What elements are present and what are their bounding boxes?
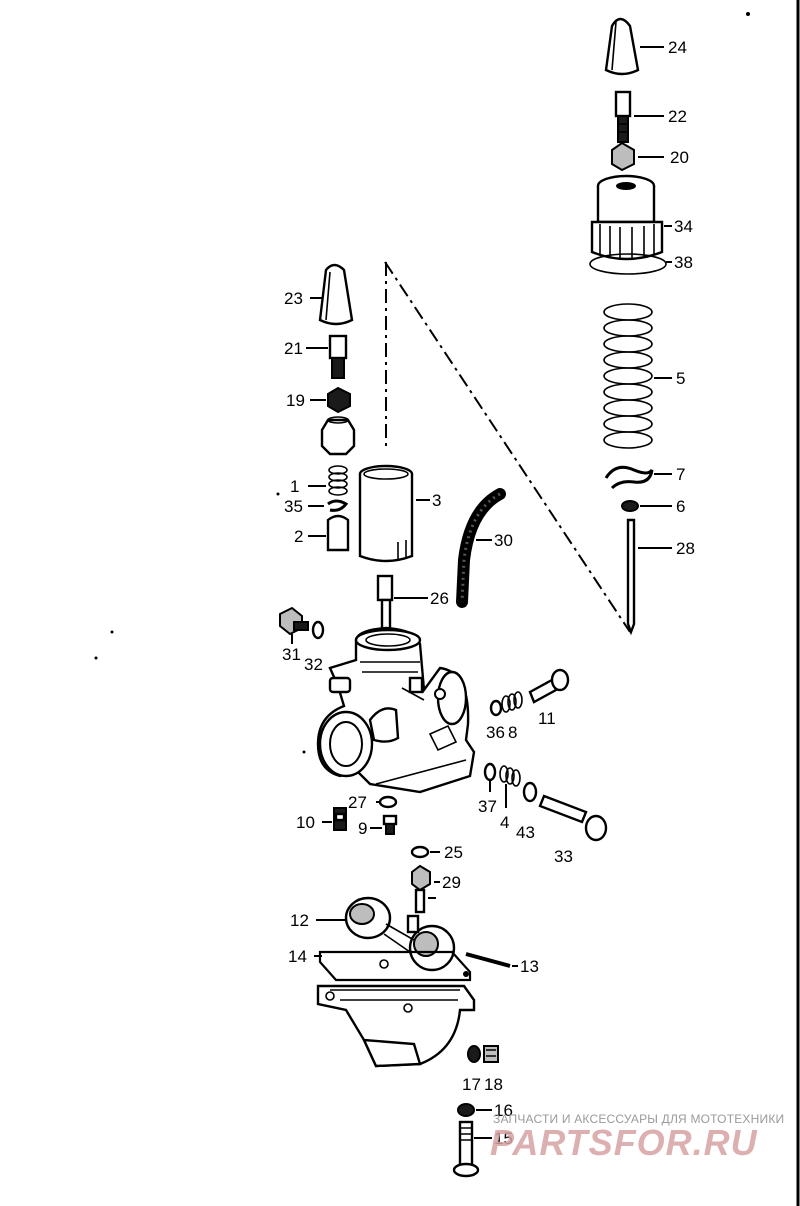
part-10-jet <box>333 807 347 831</box>
part-24-cap <box>604 17 640 76</box>
part-25-washer <box>410 845 430 859</box>
scan-speck <box>276 492 280 496</box>
part-23-cap <box>318 263 354 326</box>
part-13-pin <box>465 952 511 968</box>
callout-3: 3 <box>432 491 441 510</box>
callout-18: 18 <box>484 1075 503 1094</box>
part-11-pilot-screw <box>528 668 570 704</box>
scan-speck <box>746 12 750 16</box>
part-35-clip <box>327 499 349 512</box>
callout-15: 15 <box>494 1129 513 1148</box>
part-38-gasket <box>589 253 667 275</box>
watermark-tagline: ЗАПЧАСТИ И АКСЕССУАРЫ ДЛЯ МОТОТЕХНИКИ <box>493 1112 785 1126</box>
callout-38: 38 <box>674 253 693 272</box>
callout-21: 21 <box>284 339 303 358</box>
part-21-adjuster <box>328 334 348 379</box>
callout-10: 10 <box>296 813 315 832</box>
part-28-needle <box>626 518 636 636</box>
callout-37: 37 <box>478 797 497 816</box>
callout-27: 27 <box>348 793 367 812</box>
callout-32: 32 <box>304 655 323 674</box>
callout-16: 16 <box>494 1101 513 1120</box>
part-5-spring <box>603 303 653 449</box>
part-9-jet <box>382 814 398 835</box>
callout-25: 25 <box>444 843 463 862</box>
callout-13: 13 <box>520 957 539 976</box>
callout-34: 34 <box>674 217 693 236</box>
callout-14: 14 <box>288 947 307 966</box>
part-float-bowl <box>316 959 476 1068</box>
part-6-washer <box>621 500 639 512</box>
callout-36: 36 <box>486 723 505 742</box>
part-22-adjuster <box>614 90 632 143</box>
callout-4: 4 <box>500 813 509 832</box>
callout-7: 7 <box>676 465 685 484</box>
callout-5: 5 <box>676 369 685 388</box>
part-14-gasket <box>318 950 472 982</box>
callout-24: 24 <box>668 38 687 57</box>
callout-9: 9 <box>358 819 367 838</box>
part-34-top-cap <box>590 174 664 261</box>
part-29-needle-valve <box>411 864 431 914</box>
part-4-spring <box>499 765 521 787</box>
callout-2: 2 <box>294 527 303 546</box>
callout-17: 17 <box>462 1075 481 1094</box>
alignment-line-needle <box>384 261 631 633</box>
callout-23: 23 <box>284 289 303 308</box>
part-12-floats <box>344 896 456 972</box>
callout-35: 35 <box>284 497 303 516</box>
part-30-tube-texture <box>460 492 501 603</box>
callout-6: 6 <box>676 497 685 516</box>
callout-33: 33 <box>554 847 573 866</box>
part-20-nut <box>611 141 635 172</box>
part-18-drain-screw <box>483 1045 499 1063</box>
callout-1: 1 <box>290 477 299 496</box>
callout-22: 22 <box>668 107 687 126</box>
callout-8: 8 <box>508 723 517 742</box>
part-27-washer <box>378 795 398 809</box>
part-33-stop-screw <box>538 794 608 842</box>
callout-20: 20 <box>670 148 689 167</box>
part-8-spring <box>501 691 523 713</box>
part-31-screw <box>279 606 309 636</box>
part-3-throttle-slide <box>358 464 414 563</box>
part-2-plunger <box>326 514 350 552</box>
callout-30: 30 <box>494 531 513 550</box>
callout-19: 19 <box>286 391 305 410</box>
part-cable-adapter <box>320 416 356 456</box>
part-43-washer <box>522 781 538 803</box>
part-36-washer <box>489 699 503 717</box>
part-19-nut <box>327 386 351 414</box>
part-32-washer <box>311 620 325 640</box>
part-17-washer <box>467 1045 481 1063</box>
watermark-logo: PARTSFOR.RU <box>490 1122 758 1163</box>
callout-11: 11 <box>538 709 556 728</box>
scan-speck <box>302 750 306 754</box>
callout-12: 12 <box>290 911 309 930</box>
callout-43: 43 <box>516 823 535 842</box>
scan-speck <box>110 630 114 634</box>
part-carburetor-body <box>316 626 476 794</box>
callout-29: 29 <box>442 873 461 892</box>
part-16-washer <box>457 1103 475 1117</box>
part-1-spring <box>328 465 348 496</box>
part-37-washer <box>483 762 497 782</box>
scan-speck <box>94 656 98 660</box>
callout-26: 26 <box>430 589 449 608</box>
callout-28: 28 <box>676 539 695 558</box>
part-7-clip <box>604 465 654 490</box>
callout-31: 31 <box>282 645 301 664</box>
part-15-bolt <box>452 1120 480 1178</box>
